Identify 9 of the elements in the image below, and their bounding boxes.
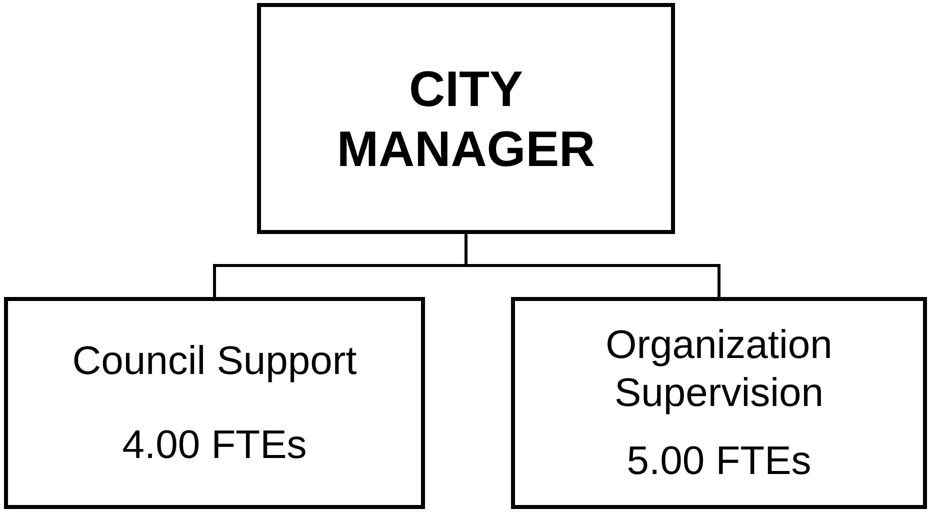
box-title: CITY MANAGER <box>336 60 596 178</box>
box-title: Organization Supervision <box>604 322 834 417</box>
org-box <box>257 3 675 234</box>
org-box <box>4 297 425 509</box>
staff-count: 5.00 FTEs <box>626 438 812 485</box>
staff-count: 4.00 FTEs <box>122 422 307 469</box>
connector-line <box>464 234 720 297</box>
box-title: Council Support <box>72 338 357 385</box>
org-box <box>511 297 927 509</box>
